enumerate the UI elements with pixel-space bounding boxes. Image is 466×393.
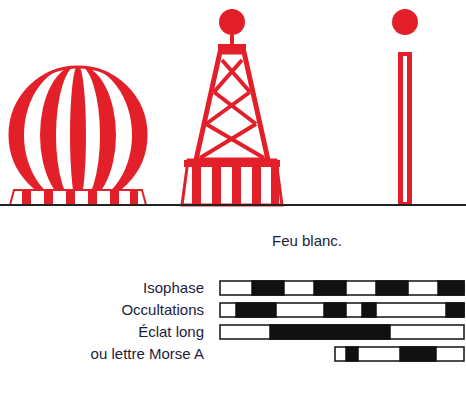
rhythm-label: Éclat long — [138, 323, 204, 341]
spar-buoy — [392, 9, 418, 205]
pillar-buoy — [182, 9, 282, 205]
rhythm-label: Occultations — [121, 301, 204, 319]
light-colour-label: Feu blanc. — [272, 232, 342, 250]
rhythm-label: Isophase — [143, 279, 204, 297]
light-rhythm-bars — [220, 281, 464, 361]
rhythm-label: ou lettre Morse A — [91, 345, 204, 363]
water-line — [0, 204, 466, 206]
spherical-buoy — [8, 60, 148, 210]
